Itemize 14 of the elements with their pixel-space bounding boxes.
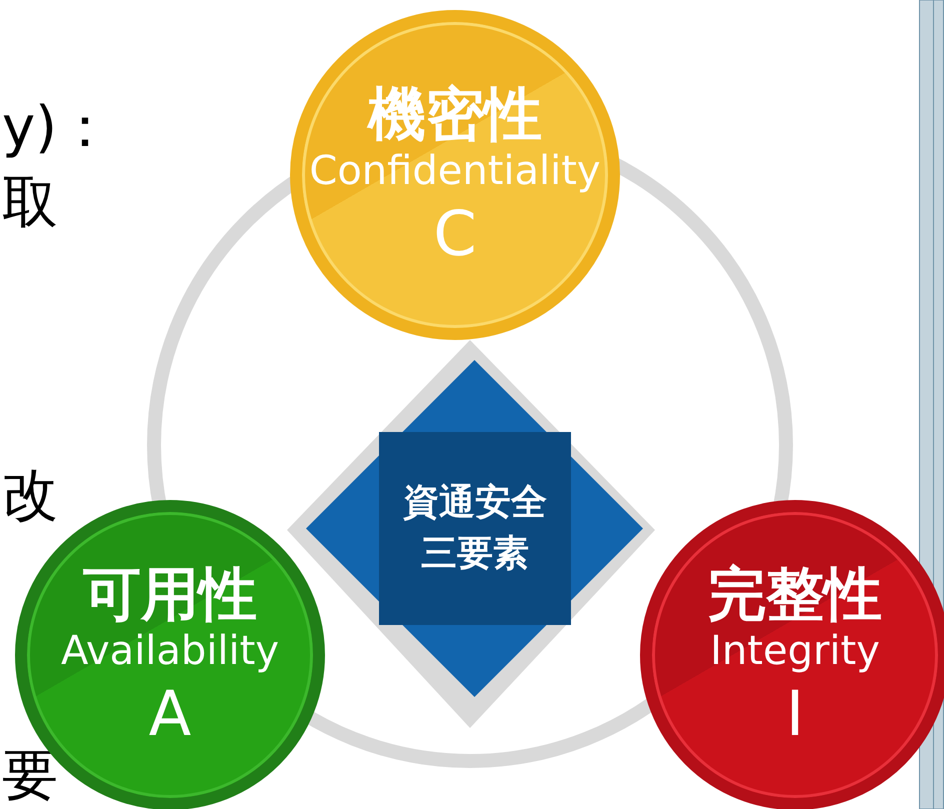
text-fragment: y)： [2, 100, 113, 156]
circle-subtitle: Availability [60, 628, 280, 674]
text-fragment: 要 [2, 748, 58, 804]
circle-subtitle: Integrity [710, 628, 880, 674]
circle-letter: I [786, 678, 804, 749]
text-fragment: 取 [2, 175, 58, 231]
circle-letter: C [433, 198, 477, 269]
circle-subtitle: Confidentiality [309, 148, 601, 194]
circle-title: 可用性 [83, 561, 257, 628]
center-label: 資通安全三要素 [402, 481, 548, 576]
circle-title: 完整性 [708, 561, 882, 628]
circle-title: 機密性 [368, 81, 542, 148]
circle-letter: A [148, 678, 192, 749]
text-fragment: 改 [2, 468, 58, 524]
